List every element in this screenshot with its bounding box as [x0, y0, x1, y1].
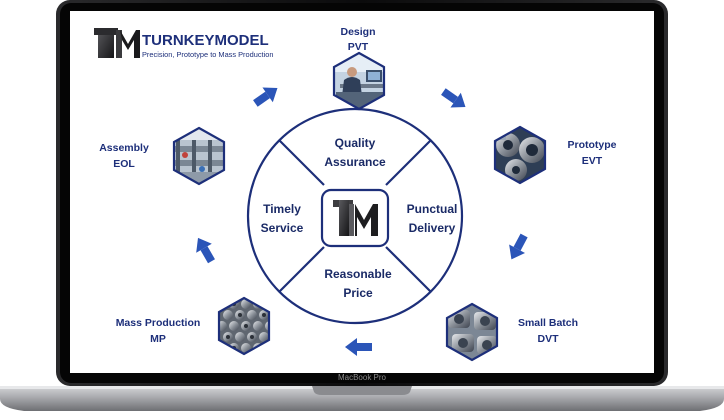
laptop-notch — [312, 386, 412, 395]
stage-smallbatch-line2: DVT — [538, 333, 560, 345]
stage-design-line1: Design — [340, 26, 375, 38]
segment-bottom-line1: Reasonable — [324, 267, 392, 281]
laptop-base — [0, 386, 724, 411]
stage-massproduction-line1: Mass Production — [116, 317, 201, 329]
stage-massproduction-line2: MP — [150, 333, 166, 345]
stage-prototype-line2: EVT — [582, 155, 603, 167]
stage-assembly-line1: Assembly — [99, 142, 149, 154]
arrow-smallbatch-to-massproduction — [345, 338, 372, 356]
arrow-design-to-prototype — [441, 88, 466, 108]
brand-name: TURNKEYMODEL — [142, 32, 269, 49]
segment-right-line2: Delivery — [409, 221, 456, 235]
center-logo — [331, 198, 379, 238]
arrow-massproduction-to-assembly — [196, 237, 215, 264]
segment-left-line2: Service — [261, 221, 304, 235]
segment-left-line1: Timely — [263, 202, 301, 216]
brand-logo — [94, 28, 140, 58]
stage-smallbatch-line1: Small Batch — [518, 317, 578, 329]
stage-design-line2: PVT — [348, 41, 369, 53]
laptop-model-label: MacBook Pro — [338, 373, 387, 382]
segment-bottom-line2: Price — [343, 286, 373, 300]
stage-prototype-line1: Prototype — [567, 139, 616, 151]
arrow-assembly-to-design — [253, 87, 278, 107]
arrow-prototype-to-smallbatch — [509, 233, 528, 260]
segment-top-line1: Quality — [335, 136, 376, 150]
brand-tagline: Precision, Prototype to Mass Production — [142, 50, 273, 59]
segment-top-line2: Assurance — [324, 155, 386, 169]
stage-assembly-line2: EOL — [113, 158, 135, 170]
segment-right-line1: Punctual — [407, 202, 458, 216]
